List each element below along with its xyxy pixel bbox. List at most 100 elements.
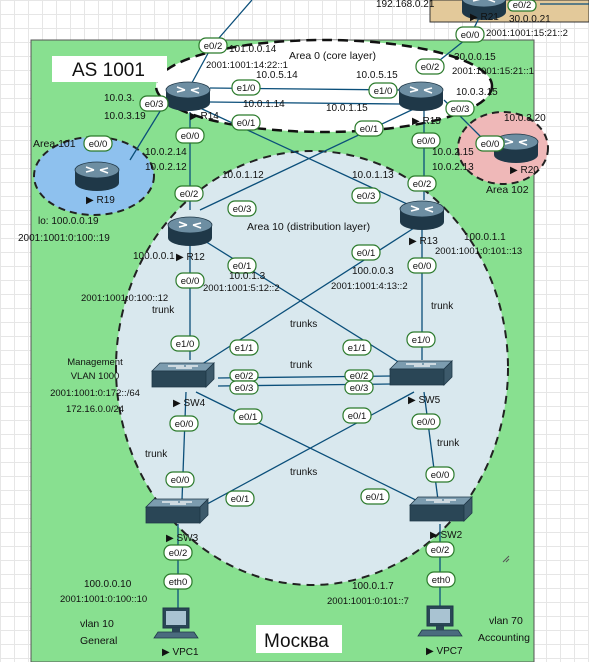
r12-lo-ipv6: 2001:1001:0:100::19	[18, 233, 110, 244]
r21-name: ▶ R21	[470, 12, 499, 23]
svg-text:e0/3: e0/3	[357, 191, 376, 202]
port-sw4-e03: e0/3	[229, 380, 259, 395]
svg-text:e1/1: e1/1	[348, 343, 367, 354]
sw5-name: ▶ SW5	[408, 395, 441, 406]
router-r12[interactable]	[167, 216, 213, 247]
svg-text:e0/0: e0/0	[431, 470, 450, 481]
svg-text:e1/0: e1/0	[374, 86, 393, 97]
as-title-box	[52, 56, 167, 82]
router-r14[interactable]	[165, 81, 211, 112]
port-sw3-e01: e0/1	[225, 490, 255, 507]
port-r19-e00: e0/0	[83, 135, 113, 152]
vpc1-ipv6: 2001:1001:0:100::10	[60, 594, 147, 605]
svg-text:e0/0: e0/0	[175, 419, 194, 430]
port-r13-e00: e0/0	[407, 257, 437, 274]
svg-text:e0/1: e0/1	[360, 124, 379, 135]
area-101-label: Area 101	[33, 138, 76, 150]
r20-ip1: 10.0.2.15	[432, 147, 474, 158]
port-r15-e03: e0/3	[445, 100, 475, 117]
svg-text:e0/2: e0/2	[204, 41, 223, 52]
svg-text:e0/2: e0/2	[413, 179, 432, 190]
port-r21-e00: e0/0	[455, 26, 485, 43]
switch-sw4[interactable]	[151, 362, 215, 388]
port-sw5-e11: e1/1	[342, 339, 372, 356]
svg-text:eth0: eth0	[432, 575, 451, 586]
port-r20-e00: e0/0	[475, 135, 505, 152]
r14-e03-ip2: 10.0.3.19	[104, 111, 146, 122]
city-label: Москва	[264, 631, 329, 652]
router-r15[interactable]	[398, 81, 444, 112]
as-title: AS 1001	[72, 60, 145, 81]
svg-text:e0/1: e0/1	[231, 494, 250, 505]
port-sw4-e10: e1/0	[170, 335, 200, 352]
svg-text:e0/2: e0/2	[431, 545, 450, 556]
port-sw3-e00: e0/0	[165, 471, 195, 488]
vlan70-label: vlan 70	[489, 615, 523, 627]
port-sw4-e00: e0/0	[169, 415, 199, 432]
port-r12-e00: e0/0	[175, 272, 205, 289]
port-r12-e02: e0/2	[174, 185, 204, 202]
port-r15-e01: e0/1	[354, 120, 384, 137]
r13-ipv6: 2001:1001:0:101::13	[435, 246, 522, 257]
trunk-label-1: trunk	[152, 305, 175, 316]
r12-e01-ipv6: 2001:1001:5:12::2	[203, 283, 280, 294]
svg-text:eth0: eth0	[169, 577, 188, 588]
switch-sw2[interactable]	[409, 496, 473, 522]
trunk-label-2: trunk	[431, 301, 454, 312]
r14-e03-ip1: 10.0.3.	[104, 93, 135, 104]
r20-ip2: 10.0.2.13	[432, 162, 474, 173]
r13-e03-ip: 10.0.1.13	[352, 170, 394, 181]
r13-ip: 100.0.1.1	[464, 232, 506, 243]
svg-text:e0/1: e0/1	[237, 118, 256, 129]
svg-text:e0/3: e0/3	[235, 383, 254, 394]
port-sw2-e00: e0/0	[425, 466, 455, 483]
port-r13-e03: e0/3	[351, 187, 381, 204]
port-sw4-e11: e1/1	[229, 339, 259, 356]
switch-sw3[interactable]	[145, 498, 209, 524]
trunk-label-4: trunk	[145, 449, 168, 460]
svg-text:e0/1: e0/1	[357, 248, 376, 259]
port-sw3-e02: e0/2	[163, 544, 193, 561]
svg-text:e1/0: e1/0	[412, 335, 431, 346]
svg-text:e0/0: e0/0	[417, 417, 436, 428]
general-label: General	[80, 635, 117, 647]
svg-text:e0/2: e0/2	[235, 371, 254, 382]
svg-text:e0/0: e0/0	[481, 139, 500, 150]
ip-labels: 192.168.0.21 30.0.0.21 2001:1001:15:21::…	[18, 0, 568, 607]
r15-up-ip: 30.0.0.15	[454, 52, 496, 63]
sw2-name: ▶ SW2	[430, 530, 463, 541]
mgmt-title: Management	[67, 357, 123, 368]
r14-e10-ip: 10.0.5.14	[256, 70, 298, 81]
svg-text:e1/0: e1/0	[176, 339, 195, 350]
trunk-label-3: trunk	[290, 360, 313, 371]
svg-text:e0/0: e0/0	[171, 475, 190, 486]
resize-grip-icon[interactable]	[502, 555, 510, 563]
svg-text:e0/0: e0/0	[181, 276, 200, 287]
sw4-name: ▶ SW4	[173, 398, 206, 409]
port-sw2-e02: e0/2	[425, 541, 455, 558]
city-label-box	[256, 625, 342, 653]
svg-text:e0/2: e0/2	[421, 62, 440, 73]
port-r15-e02: e0/2	[415, 58, 445, 75]
router-r19[interactable]	[74, 161, 120, 192]
r13-e01-ipv6: 2001:1001:4:13::2	[331, 281, 408, 292]
svg-text:e0/2: e0/2	[180, 189, 199, 200]
port-r15-e00: e0/0	[411, 132, 441, 149]
port-r12-e03: e0/3	[227, 200, 257, 217]
r12-lo-ip: lo: 100.0.0.19	[38, 216, 99, 227]
r12-e03-ip: 10.0.1.12	[222, 170, 264, 181]
svg-text:e0/0: e0/0	[89, 139, 108, 150]
svg-text:e0/1: e0/1	[233, 261, 252, 272]
r15-up-ipv6: 2001:1001:15:21::1	[452, 66, 534, 77]
router-r13[interactable]	[399, 200, 445, 231]
port-sw5-e03: e0/3	[344, 380, 374, 395]
port-sw5-e10: e1/0	[406, 331, 436, 348]
port-sw4-e01: e0/1	[233, 408, 263, 425]
svg-text:e0/3: e0/3	[451, 104, 470, 115]
port-r15-e10: e1/0	[368, 82, 398, 99]
switch-sw5[interactable]	[389, 360, 453, 386]
svg-text:e0/0: e0/0	[413, 261, 432, 272]
r14-name: ▶ R14	[190, 111, 219, 122]
svg-text:e0/0: e0/0	[181, 131, 200, 142]
